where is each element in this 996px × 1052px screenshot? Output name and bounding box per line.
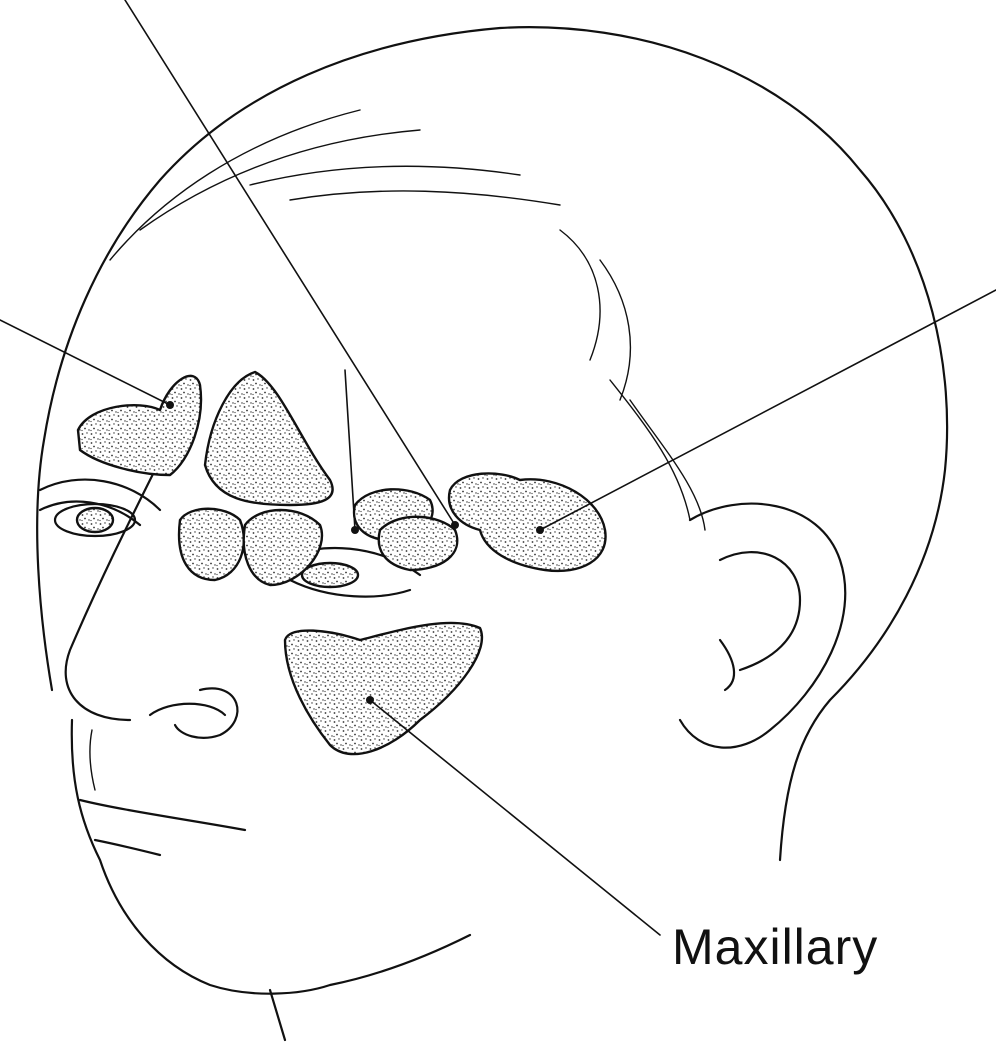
leader-maxillary [370, 700, 660, 935]
mouth [80, 800, 245, 855]
leader-ethmoid-secondary [345, 370, 355, 530]
cheek-line [90, 730, 95, 790]
leader-sphenoid [540, 290, 996, 530]
eye-left [40, 480, 160, 536]
frontal-sinus-left [78, 376, 201, 475]
leader-frontal [0, 320, 170, 405]
sphenoid-sinus [449, 473, 606, 571]
frontal-sinus-right [205, 372, 333, 505]
label-maxillary: Maxillary [672, 918, 878, 976]
hair-strokes [110, 110, 705, 530]
maxillary-sinus [285, 623, 482, 754]
